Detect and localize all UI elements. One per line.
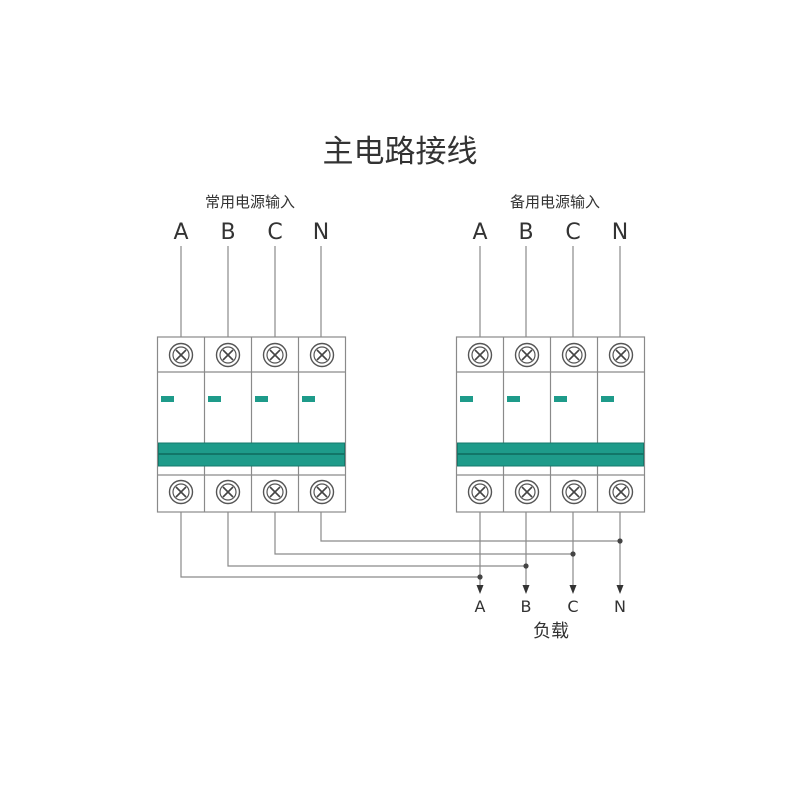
normal-output-wire-b bbox=[227, 512, 526, 567]
normal-breaker-status-indicator bbox=[302, 396, 315, 402]
backup-breaker-status-indicator bbox=[460, 396, 473, 402]
output-phase-b: B bbox=[521, 597, 532, 616]
screw-terminal-icon bbox=[561, 342, 587, 368]
screw-terminal-icon bbox=[561, 479, 587, 505]
backup-breaker-status-indicator bbox=[554, 396, 567, 402]
normal-source-label: 常用电源输入 bbox=[205, 193, 295, 211]
screw-terminal-icon bbox=[467, 342, 493, 368]
screw-terminal-icon bbox=[168, 479, 194, 505]
screw-terminal-icon bbox=[262, 479, 288, 505]
screw-terminal-icon bbox=[608, 479, 634, 505]
junction-dot-c bbox=[570, 551, 576, 557]
output-phase-a: A bbox=[475, 597, 486, 616]
junction-dot-n bbox=[617, 538, 623, 544]
screw-terminal-icon bbox=[309, 479, 335, 505]
backup-phase-c: C bbox=[565, 220, 580, 245]
screw-terminal-icon bbox=[608, 342, 634, 368]
screw-terminal-icon bbox=[215, 342, 241, 368]
screw-terminal-icon bbox=[514, 342, 540, 368]
load-label: 负载 bbox=[533, 621, 569, 642]
backup-breaker-status-indicator bbox=[507, 396, 520, 402]
arrow-down-icon bbox=[476, 585, 484, 594]
backup-phase-n: N bbox=[612, 220, 628, 245]
normal-output-wire-n bbox=[320, 512, 620, 542]
normal-output-wire-a bbox=[180, 512, 480, 578]
screw-terminal-icon bbox=[215, 479, 241, 505]
normal-source-breaker[interactable] bbox=[156, 336, 347, 513]
output-phase-n: N bbox=[614, 597, 626, 616]
output-wiring bbox=[180, 512, 624, 594]
junction-dot-a bbox=[477, 574, 483, 580]
diagram-title: 主电路接线 bbox=[323, 134, 478, 170]
junction-dot-b bbox=[523, 563, 529, 569]
arrow-down-icon bbox=[616, 585, 624, 594]
backup-phase-a: A bbox=[472, 220, 487, 245]
normal-phase-b: B bbox=[220, 220, 235, 245]
arrow-down-icon bbox=[522, 585, 530, 594]
normal-breaker-status-indicator bbox=[161, 396, 174, 402]
screw-terminal-icon bbox=[262, 342, 288, 368]
normal-output-wire-c bbox=[274, 512, 573, 555]
normal-breaker-status-indicator bbox=[255, 396, 268, 402]
normal-phase-c: C bbox=[267, 220, 282, 245]
screw-terminal-icon bbox=[514, 479, 540, 505]
normal-phase-a: A bbox=[173, 220, 188, 245]
arrow-down-icon bbox=[569, 585, 577, 594]
input-wires bbox=[180, 246, 621, 340]
backup-phase-b: B bbox=[518, 220, 533, 245]
backup-source-label: 备用电源输入 bbox=[510, 193, 600, 211]
output-phase-c: C bbox=[567, 597, 578, 616]
screw-terminal-icon bbox=[168, 342, 194, 368]
screw-terminal-icon bbox=[467, 479, 493, 505]
backup-breaker-status-indicator bbox=[601, 396, 614, 402]
normal-phase-n: N bbox=[313, 220, 329, 245]
screw-terminal-icon bbox=[309, 342, 335, 368]
backup-source-breaker[interactable] bbox=[455, 336, 646, 513]
normal-breaker-status-indicator bbox=[208, 396, 221, 402]
